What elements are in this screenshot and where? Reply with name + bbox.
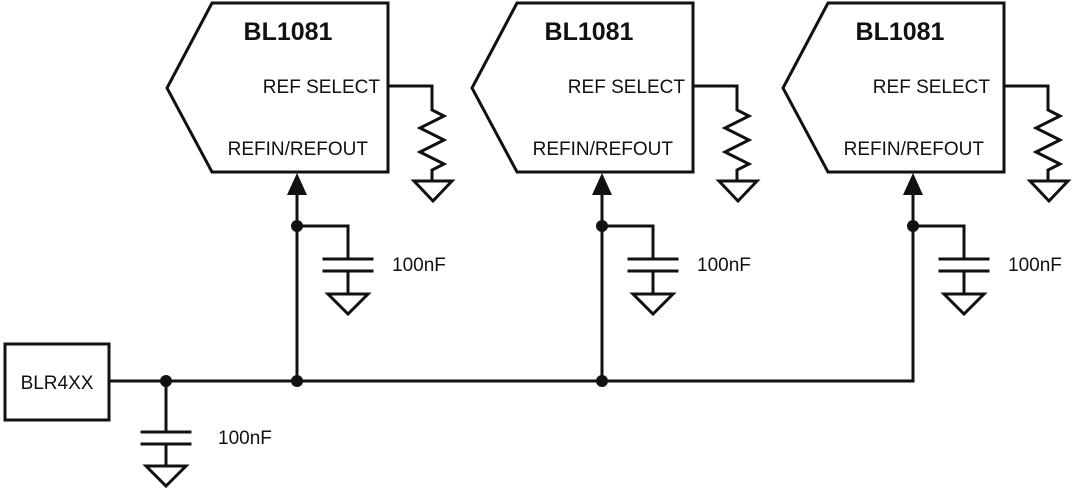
ground-icon <box>1026 179 1072 204</box>
chip-cap-label: 100nF <box>1008 255 1062 276</box>
cap-lead-top <box>295 224 350 261</box>
resistor-icon <box>386 84 448 182</box>
chip-2: BL1081 REF SELECT REFIN/REFOUT 100nF <box>470 1 761 387</box>
ground-icon <box>324 292 372 317</box>
cap-lead-top <box>600 224 655 261</box>
ground-icon <box>142 464 190 489</box>
chip-title: BL1081 <box>545 18 634 46</box>
chip-body <box>470 1 695 174</box>
chip-body <box>165 1 390 174</box>
chip-cap-label: 100nF <box>392 255 446 276</box>
pin-ref-select: REF SELECT <box>568 77 686 98</box>
chip-1: BL1081 REF SELECT REFIN/REFOUT 100nF <box>165 1 456 387</box>
pin-ref-select: REF SELECT <box>263 77 381 98</box>
chip-body <box>781 1 1006 174</box>
source-cap-label: 100nF <box>218 428 272 449</box>
pin-refin-refout: REFIN/REFOUT <box>228 139 369 160</box>
arrow-up-icon <box>903 173 923 195</box>
pin-refin-refout: REFIN/REFOUT <box>533 139 674 160</box>
source-block: BLR4XX <box>3 342 111 422</box>
ground-icon <box>629 292 677 317</box>
resistor-icon <box>1002 84 1064 182</box>
resistor-icon <box>691 84 753 182</box>
chip-title: BL1081 <box>244 18 333 46</box>
chip-cap-label: 100nF <box>697 255 751 276</box>
ground-icon <box>940 292 988 317</box>
source-label: BLR4XX <box>21 373 94 394</box>
chip-3: BL1081 REF SELECT REFIN/REFOUT 100nF <box>781 1 1072 383</box>
cap-lead-top <box>911 224 966 261</box>
source-box <box>3 342 111 422</box>
pin-ref-select: REF SELECT <box>873 77 991 98</box>
arrow-up-icon <box>592 173 612 195</box>
junction-dot <box>291 375 303 387</box>
ground-icon <box>715 179 761 204</box>
pin-refin-refout: REFIN/REFOUT <box>844 139 985 160</box>
chip-title: BL1081 <box>856 18 945 46</box>
ground-icon <box>410 179 456 204</box>
junction-dot <box>596 375 608 387</box>
arrow-up-icon <box>287 173 307 195</box>
source-decoupling-capacitor: 100nF <box>140 375 272 489</box>
